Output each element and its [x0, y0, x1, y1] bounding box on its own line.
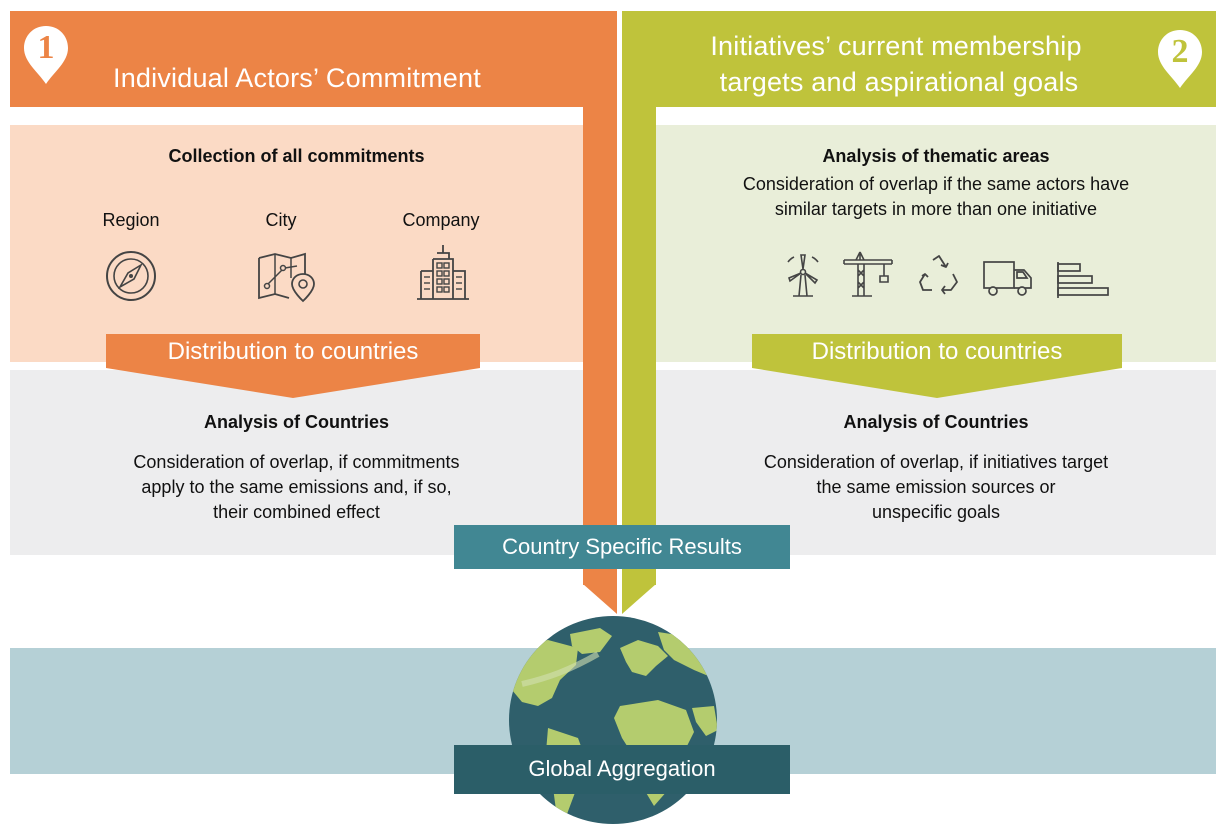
- map-pin-icon: [24, 26, 68, 84]
- actor-label-city: City: [265, 210, 297, 230]
- actor-label-company: Company: [402, 210, 480, 230]
- city-map-icon: [258, 252, 315, 303]
- left-commitments-panel: [10, 125, 583, 362]
- country-results-box: [454, 525, 790, 569]
- bar-chart-icon: [1057, 262, 1109, 298]
- construction-crane-icon: [843, 251, 893, 297]
- step-2-pin: 2: [1156, 28, 1204, 90]
- right-header-bar: [622, 11, 1216, 107]
- right-analysis-text: Consideration of overlap, if initiatives…: [656, 450, 1216, 525]
- map-pin-icon: [1158, 30, 1202, 88]
- global-aggregation-box: [454, 745, 790, 794]
- left-analysis-heading: Analysis of Countries: [203, 412, 390, 432]
- recycle-icon: [919, 255, 958, 295]
- country-results-label: Country Specific Results: [502, 534, 742, 559]
- actor-label-region: Region: [102, 210, 160, 230]
- globe-icon: [509, 616, 717, 824]
- right-thematic-panel: [656, 125, 1216, 362]
- right-countries-panel: [656, 370, 1216, 555]
- step-1-number: 1: [37, 29, 55, 66]
- left-analysis-text: Consideration of overlap, if commitments…: [10, 450, 583, 525]
- right-analysis-heading: Analysis of Countries: [843, 412, 1029, 432]
- left-title: Individual Actors’ Commitment: [113, 63, 481, 93]
- collection-heading: Collection of all commitments: [168, 146, 425, 166]
- right-channel-arrow: [622, 584, 656, 614]
- right-title: Initiatives’ current membership targets …: [640, 28, 1200, 100]
- left-channel: [583, 100, 617, 585]
- right-analysis-line-3: unspecific goals: [871, 502, 1001, 522]
- left-analysis-line-3: their combined effect: [213, 502, 380, 522]
- left-countries-panel: [10, 370, 583, 555]
- right-title-line-2: targets and aspirational goals: [719, 67, 1079, 97]
- right-title-line-1: Initiatives’ current membership: [710, 31, 1082, 61]
- left-distribution-label: Distribution to countries: [167, 338, 419, 365]
- step-1-pin: 1: [22, 24, 70, 86]
- left-analysis-line-2: apply to the same emissions and, if so,: [141, 477, 452, 497]
- left-analysis-line-1: Consideration of overlap, if commitments: [133, 452, 460, 472]
- wind-turbine-icon: [787, 254, 819, 297]
- left-header-bar: [10, 11, 617, 107]
- left-channel-arrow: [583, 584, 617, 614]
- building-icon: [417, 245, 469, 300]
- left-distribution-arrow: [106, 334, 480, 398]
- thematic-line-1: Consideration of overlap if the same act…: [742, 174, 1130, 194]
- global-aggregation-label: Global Aggregation: [528, 756, 716, 781]
- thematic-line-2: similar targets in more than one initiat…: [774, 199, 1098, 219]
- thematic-heading: Analysis of thematic areas: [822, 146, 1050, 166]
- thematic-text: Consideration of overlap if the same act…: [656, 172, 1216, 222]
- compass-icon: [106, 251, 156, 301]
- right-analysis-line-2: the same emission sources or: [816, 477, 1056, 497]
- truck-icon: [983, 261, 1032, 296]
- step-2-number: 2: [1171, 33, 1189, 70]
- right-analysis-line-1: Consideration of overlap, if initiatives…: [763, 452, 1109, 472]
- right-distribution-arrow: [752, 334, 1122, 398]
- right-distribution-label: Distribution to countries: [811, 338, 1063, 365]
- right-channel: [622, 100, 656, 585]
